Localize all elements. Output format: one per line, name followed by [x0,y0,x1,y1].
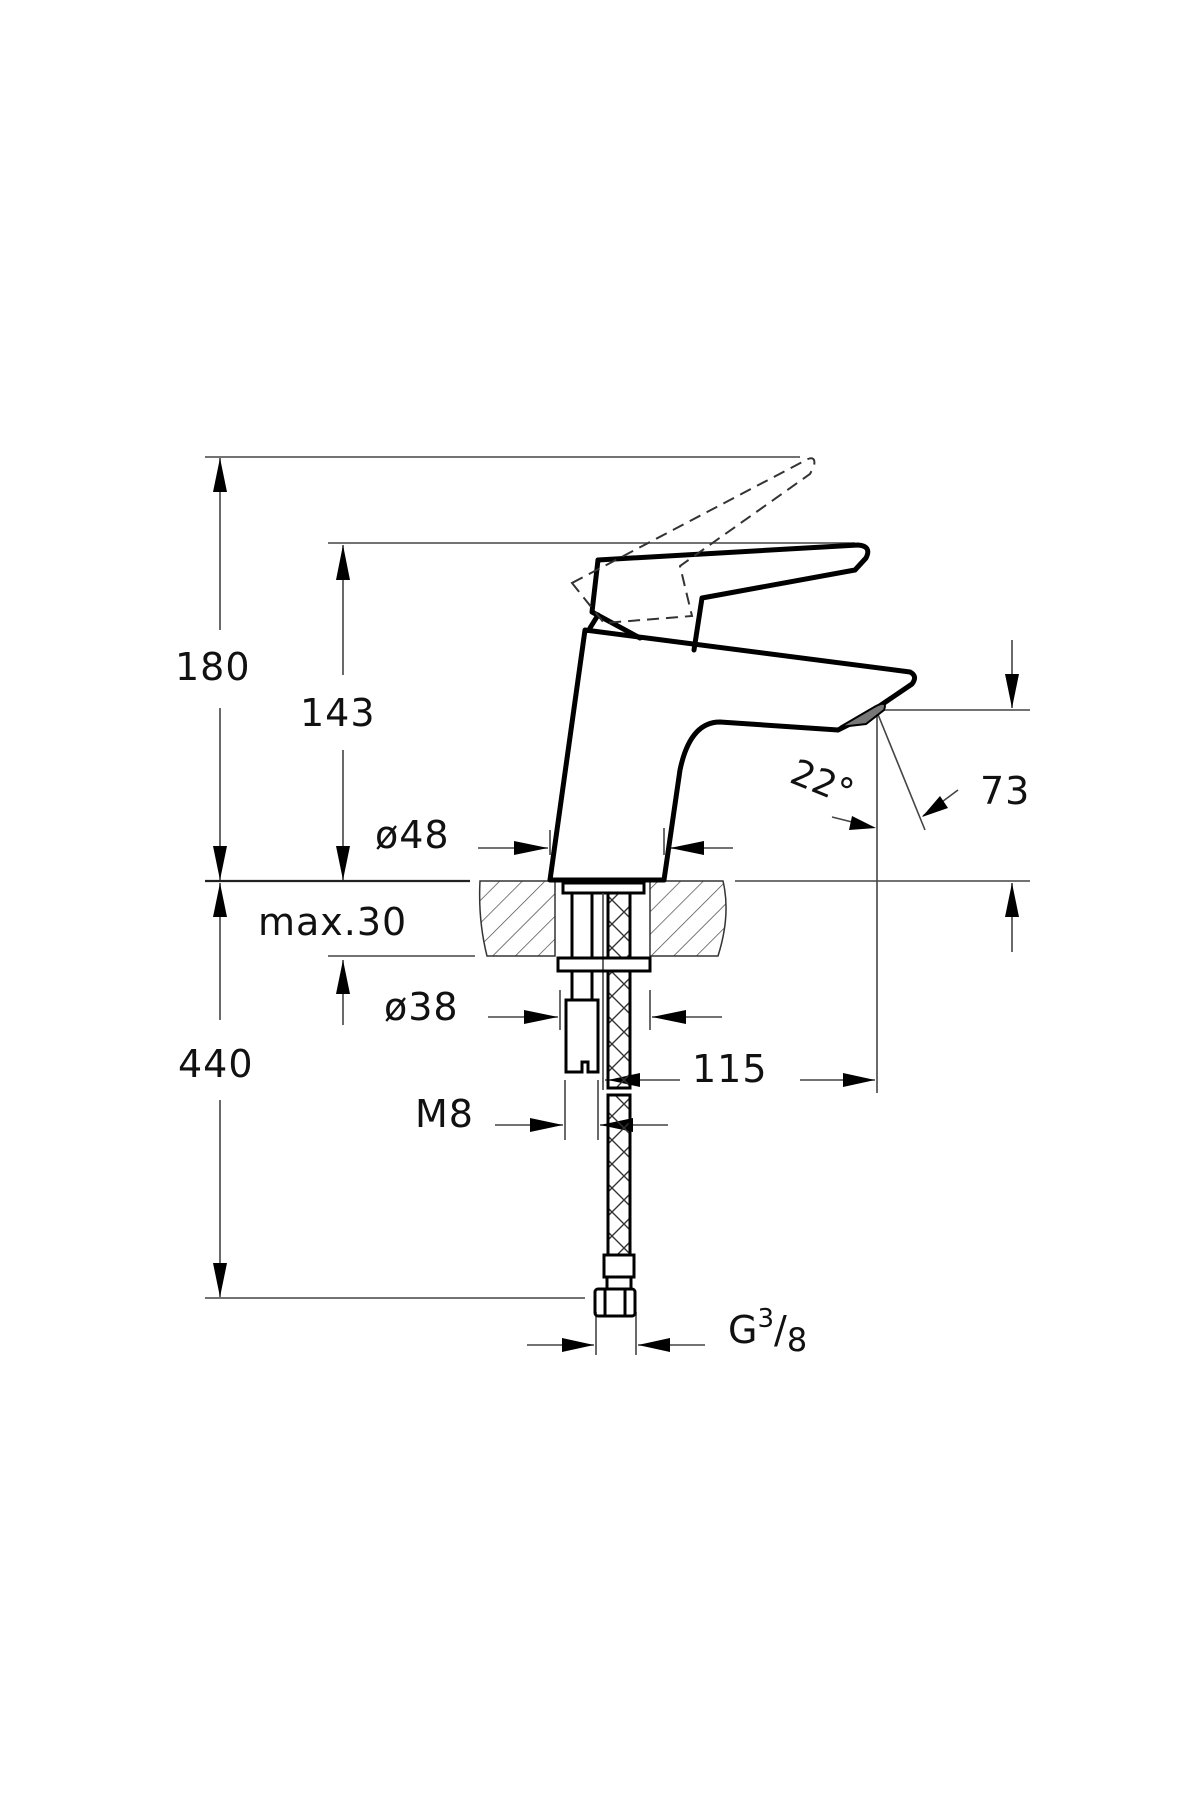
countertop-section [478,880,727,957]
label-threaded-rod: M8 [415,1092,474,1136]
faucet-body [547,627,918,883]
dimension-g38 [527,1312,705,1355]
label-total-height: 180 [175,645,251,689]
label-spout-outlet-height: 73 [980,769,1031,813]
label-max-counter-thickness: max.30 [258,900,408,944]
faucet-lever [587,542,871,653]
dimension-d48 [478,828,733,855]
mounting-assembly [556,881,652,1318]
faucet-lever-open-dashed [570,457,816,625]
label-connection-thread: G3/8 [728,1304,807,1359]
dimension-max30 [336,960,350,1025]
reference-lines [205,456,1030,1299]
label-spout-top-height: 143 [300,691,376,735]
label-mounting-hole-diameter: ø38 [384,985,459,1029]
thread-prefix: G [728,1308,758,1352]
dimension-d38 [488,990,722,1030]
dimension-73 [876,640,1019,952]
dimension-143 [336,545,350,880]
label-spout-projection: 115 [692,1047,768,1091]
thread-denominator: 8 [786,1321,808,1359]
dimension-180 [213,458,227,880]
dimension-440 [213,883,227,1297]
dimension-m8 [495,1080,668,1140]
label-hose-length: 440 [178,1042,254,1086]
label-body-diameter: ø48 [375,813,450,857]
thread-numerator: 3 [757,1304,774,1334]
thread-fraction-slash: / [774,1308,787,1352]
angle-22 [831,816,876,830]
